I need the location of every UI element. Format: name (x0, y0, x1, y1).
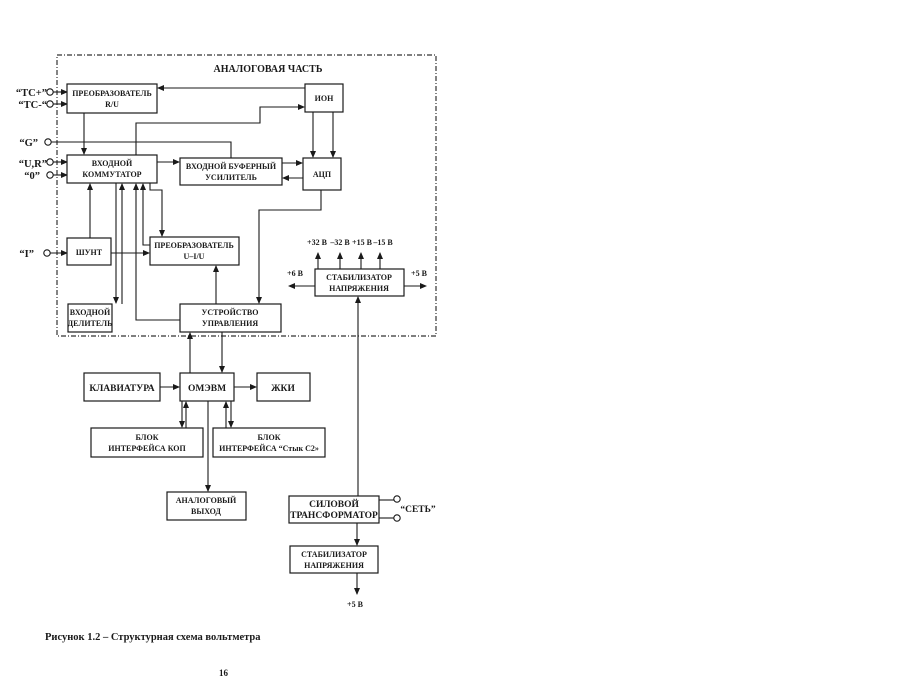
shunt-label: ШУНТ (76, 248, 103, 257)
block-voltage-stabilizer-aux[interactable]: СТАБИЛИЗАТОР НАПРЯЖЕНИЯ (289, 545, 379, 574)
analog-output-line1: АНАЛОГОВЫЙ (176, 496, 237, 505)
mains-terminal-1-icon[interactable] (393, 495, 401, 503)
wire-control-to-switch (133, 183, 180, 321)
tc-minus-label: “TC-“ (18, 100, 47, 111)
stabilizer-main-line2: НАПРЯЖЕНИЯ (329, 284, 389, 293)
input-terminal-zero[interactable]: “0” (24, 171, 68, 182)
i-label: “I” (19, 249, 34, 260)
voltage-label-p32: +32 В (307, 238, 328, 247)
gpib-interface-line2: ИНТЕРФЕЙСА КОП (108, 444, 186, 453)
voltage-label-m15: –15 В (372, 238, 393, 247)
converter-ui-line1: ПРЕОБРАЗОВАТЕЛЬ (154, 241, 234, 250)
block-shunt[interactable]: ШУНТ (66, 237, 112, 266)
block-power-transformer[interactable]: СИЛОВОЙ ТРАНСФОРМАТОР (288, 495, 380, 524)
ur-label: “U,R” (19, 159, 47, 170)
block-mcu[interactable]: ОМЭВМ (179, 372, 235, 402)
input-terminal-tc-minus[interactable]: “TC-“ (18, 100, 68, 111)
input-switch-line2: КОММУТАТОР (82, 170, 141, 179)
block-converter-ru[interactable]: ПРЕОБРАЗОВАТЕЛЬ R/U (66, 83, 158, 114)
stabilizer-aux-line2: НАПРЯЖЕНИЯ (304, 561, 364, 570)
block-gpib-interface[interactable]: БЛОК ИНТЕРФЕЙСА КОП (90, 427, 204, 458)
adc-label: АЦП (313, 170, 332, 179)
c2-interface-line2: ИНТЕРФЕЙСА “Стык С2» (219, 444, 319, 453)
mains-terminal-2-icon[interactable] (393, 514, 401, 522)
keyboard-label: КЛАВИАТУРА (89, 384, 154, 394)
block-adc[interactable]: АЦП (302, 157, 342, 191)
power-transformer-line1: СИЛОВОЙ (309, 498, 359, 510)
gpib-interface-line1: БЛОК (135, 433, 158, 442)
wire-switch-to-ion (135, 104, 305, 155)
mcu-label: ОМЭВМ (188, 384, 226, 394)
lcd-label: ЖКИ (271, 384, 295, 394)
analog-section-title: АНАЛОГОВАЯ ЧАСТЬ (214, 64, 323, 75)
input-divider-line1: ВХОДНОЙ (70, 308, 111, 317)
c2-interface-line1: БЛОК (257, 433, 280, 442)
block-ion[interactable]: ИОН (304, 83, 344, 113)
i-terminal-icon (43, 249, 51, 257)
block-input-buffer-amplifier[interactable]: ВХОДНОЙ БУФЕРНЫЙ УСИЛИТЕЛЬ (179, 157, 283, 186)
input-divider-line2: ДЕЛИТЕЛЬ (68, 319, 113, 328)
power-transformer-line2: ТРАНСФОРМАТОР (290, 511, 378, 521)
g-label: “G” (19, 138, 38, 149)
mains-label: “СЕТЬ” (400, 504, 436, 515)
block-converter-ui[interactable]: ПРЕОБРАЗОВАТЕЛЬ U–I/U (149, 236, 240, 266)
voltage-label-p15: +15 В (352, 238, 373, 247)
converter-ui-line2: U–I/U (184, 252, 205, 261)
input-terminal-g[interactable]: “G” (19, 138, 232, 158)
stabilizer-aux-line1: СТАБИЛИЗАТОР (301, 550, 367, 559)
ur-terminal-icon (46, 158, 54, 166)
input-terminal-tc-plus[interactable]: “TC+” (16, 88, 68, 99)
ion-label: ИОН (315, 94, 334, 103)
voltage-label-p5-aux: +5 В (347, 600, 364, 609)
converter-ru-line2: R/U (105, 100, 119, 109)
voltage-label-p6: +6 В (287, 269, 304, 278)
tc-minus-terminal-icon (46, 100, 54, 108)
voltage-label-p5: +5 В (411, 269, 428, 278)
zero-terminal-icon (46, 171, 54, 179)
tc-plus-label: “TC+” (16, 88, 47, 99)
block-control-unit[interactable]: УСТРОЙСТВО УПРАВЛЕНИЯ (179, 303, 282, 333)
block-input-divider[interactable]: ВХОДНОЙ ДЕЛИТЕЛЬ (67, 303, 113, 333)
wire-adc-to-control (256, 190, 322, 304)
stabilizer-main-line1: СТАБИЛИЗАТОР (326, 273, 392, 282)
wire-switch-to-converter-ui (149, 183, 165, 237)
connections (81, 85, 427, 595)
zero-label: “0” (24, 171, 40, 182)
input-terminal-i[interactable]: “I” (19, 249, 68, 260)
analog-output-line2: ВЫХОД (191, 507, 221, 516)
block-lcd[interactable]: ЖКИ (256, 372, 311, 402)
page-number: 16 (219, 668, 228, 678)
input-buffer-line1: ВХОДНОЙ БУФЕРНЫЙ (186, 162, 277, 171)
figure-caption: Рисунок 1.2 – Структурная схема вольтмет… (45, 632, 261, 643)
g-terminal-icon (44, 138, 52, 146)
block-keyboard[interactable]: КЛАВИАТУРА (83, 372, 161, 402)
control-unit-line2: УПРАВЛЕНИЯ (202, 319, 259, 328)
wire-converter-ui-to-switch (140, 183, 150, 246)
block-voltage-stabilizer-main[interactable]: СТАБИЛИЗАТОР НАПРЯЖЕНИЯ (314, 268, 405, 297)
block-analog-output[interactable]: АНАЛОГОВЫЙ ВЫХОД (166, 491, 247, 521)
control-unit-line1: УСТРОЙСТВО (202, 308, 259, 317)
block-input-switch[interactable]: ВХОДНОЙ КОММУТАТОР (66, 154, 158, 184)
converter-ru-line1: ПРЕОБРАЗОВАТЕЛЬ (72, 89, 152, 98)
input-terminal-ur[interactable]: “U,R” (19, 158, 68, 170)
block-c2-interface[interactable]: БЛОК ИНТЕРФЕЙСА “Стык С2» (212, 427, 326, 458)
input-switch-line1: ВХОДНОЙ (92, 159, 133, 168)
voltage-label-m32: –32 В (329, 238, 350, 247)
tc-plus-terminal-icon (46, 88, 54, 96)
input-buffer-line2: УСИЛИТЕЛЬ (205, 173, 257, 182)
